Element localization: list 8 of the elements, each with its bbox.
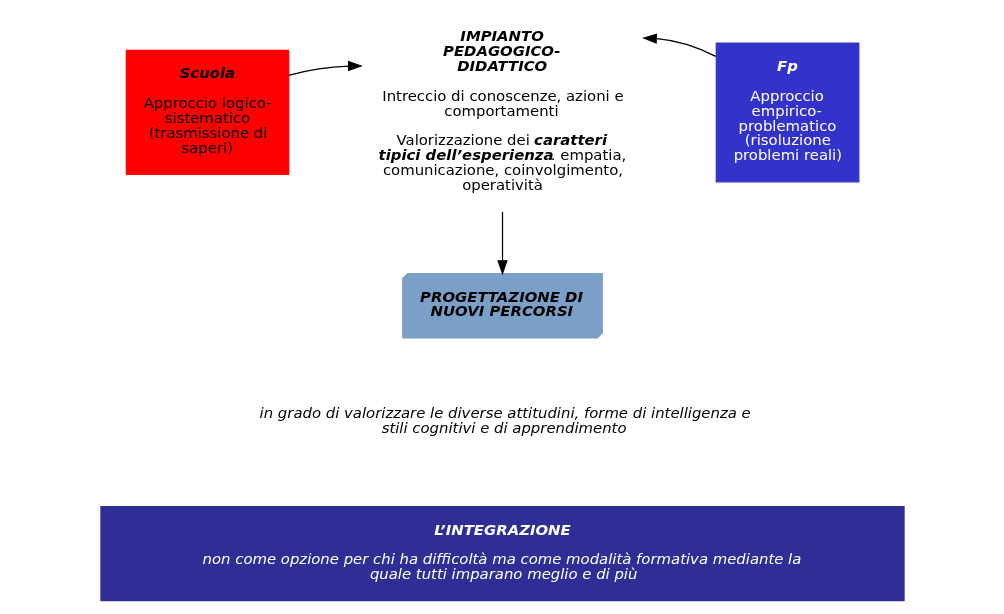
node-box: L’INTEGRAZIONE non come opzione per chi ha difficoltà ma come modalità formativa mediante la quale tutti imparano meglio e di più — [99, 505, 905, 602]
label: in grado di valorizzare le diverse attitudini, forme di intelligenza e stili cognitivi e di apprendimento — [259, 404, 751, 437]
arrow — [287, 60, 363, 76]
arrow — [496, 211, 508, 276]
node-box: Fp Approccio empirico-problematico (risoluzione problemi reali) — [715, 42, 859, 183]
node-box: Scuola Approccio logico-sistematico (trasmissione di saperi) — [125, 49, 289, 175]
node-text: IMPIANTO PEDAGOGICO-DIDATTICO Intreccio di conoscenze, azioni e comportamenti Valorizzazione dei caratteri tipici dell’esperienza. empatia, comunicazione, coinvolgimento, operatività — [378, 27, 626, 195]
arrow — [641, 33, 716, 57]
